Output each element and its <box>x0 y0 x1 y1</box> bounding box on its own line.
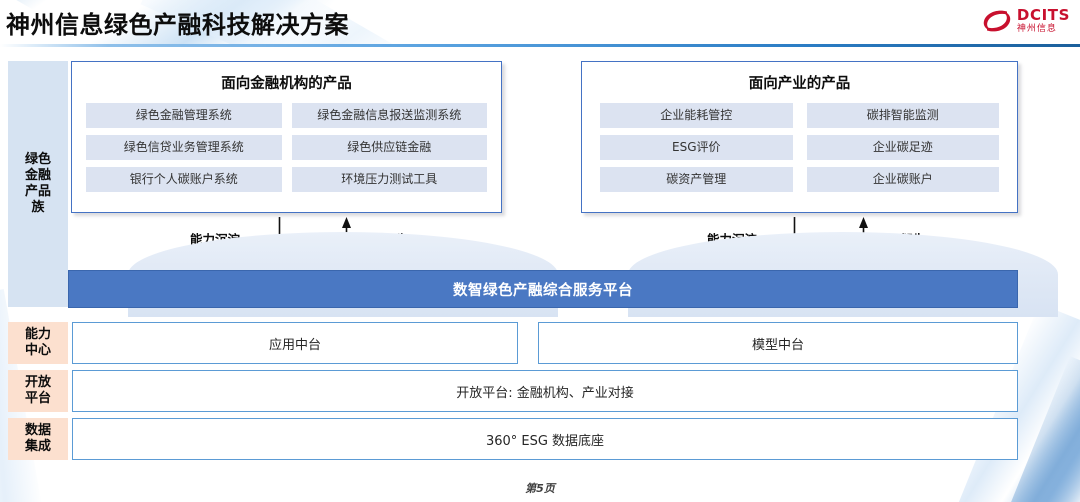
sidebar-label-open-platform: 开放 平台 <box>24 375 51 406</box>
sidebar-label-green-finance-product-family: 绿色 金融 产品 族 <box>24 152 51 215</box>
box-open-platform[interactable]: 开放平台: 金融机构、产业对接 <box>72 370 1018 412</box>
product-chip[interactable]: 环境压力测试工具 <box>291 167 487 192</box>
product-chip[interactable]: ESG评价 <box>600 135 793 160</box>
slide-header <box>0 0 1080 47</box>
sidebar-item-open-platform[interactable]: 开放 平台 <box>8 370 68 412</box>
box-label-data-foundation: 360° ESG 数据底座 <box>485 433 605 449</box>
platform-bar[interactable]: 数智绿色产融综合服务平台 <box>68 270 1018 308</box>
sidebar-label-data-integration: 数据 集成 <box>24 423 51 454</box>
product-chip[interactable]: 碳资产管理 <box>600 167 793 192</box>
panel-title-industry-products: 面向产业的产品 <box>748 76 851 92</box>
panel-industry-products[interactable]: 面向产业的产品 企业能耗管控 碳排智能监测 ESG评价 企业碳足迹 碳资产管理 … <box>581 61 1018 213</box>
logo-en-label: DCITS <box>1016 6 1070 24</box>
platform-bar-label: 数智绿色产融综合服务平台 <box>453 282 633 299</box>
product-chip[interactable]: 绿色供应链金融 <box>291 135 487 160</box>
box-label-model-middle-platform: 模型中台 <box>751 337 804 353</box>
product-chip[interactable]: 企业碳账户 <box>806 167 999 192</box>
chip-grid-industry-products: 企业能耗管控 碳排智能监测 ESG评价 企业碳足迹 碳资产管理 企业碳账户 <box>582 93 1017 192</box>
product-chip[interactable]: 绿色信贷业务管理系统 <box>86 135 282 160</box>
page-title: 神州信息绿色产融科技解决方案 <box>6 11 349 39</box>
sidebar-item-green-finance-product-family[interactable]: 绿色 金融 产品 族 <box>8 61 68 307</box>
logo-text-block: DCITS 神州信息 <box>1017 8 1070 34</box>
box-application-middle-platform[interactable]: 应用中台 <box>72 322 518 364</box>
box-data-foundation[interactable]: 360° ESG 数据底座 <box>72 418 1018 460</box>
dcits-swoosh-icon <box>983 10 1011 32</box>
dcits-logo: DCITS 神州信息 <box>982 8 1070 34</box>
sidebar-item-ability-center[interactable]: 能力 中心 <box>8 322 68 364</box>
sidebar-item-data-integration[interactable]: 数据 集成 <box>8 418 68 460</box>
panel-title-financial-institution-products: 面向金融机构的产品 <box>221 76 352 92</box>
logo-cn-label: 神州信息 <box>1016 24 1057 34</box>
product-chip[interactable]: 碳排智能监测 <box>806 103 999 128</box>
box-model-middle-platform[interactable]: 模型中台 <box>538 322 1018 364</box>
slide-body: 绿色 金融 产品 族 能力 中心 开放 平台 数据 集成 面向金融机构的产品 绿… <box>0 47 1080 502</box>
product-chip[interactable]: 银行个人碳账户系统 <box>86 167 282 192</box>
sidebar-label-ability-center: 能力 中心 <box>24 327 51 358</box>
chip-grid-financial-institution-products: 绿色金融管理系统 绿色金融信息报送监测系统 绿色信贷业务管理系统 绿色供应链金融… <box>72 93 501 192</box>
product-chip[interactable]: 企业能耗管控 <box>600 103 793 128</box>
title-divider-rule <box>0 44 1080 47</box>
box-label-open-platform: 开放平台: 金融机构、产业对接 <box>456 385 634 401</box>
product-chip[interactable]: 企业碳足迹 <box>806 135 999 160</box>
product-chip[interactable]: 绿色金融信息报送监测系统 <box>291 103 487 128</box>
product-chip[interactable]: 绿色金融管理系统 <box>86 103 282 128</box>
panel-financial-institution-products[interactable]: 面向金融机构的产品 绿色金融管理系统 绿色金融信息报送监测系统 绿色信贷业务管理… <box>71 61 502 213</box>
box-label-application-middle-platform: 应用中台 <box>268 337 321 353</box>
page-number: 第5页 <box>525 482 555 495</box>
